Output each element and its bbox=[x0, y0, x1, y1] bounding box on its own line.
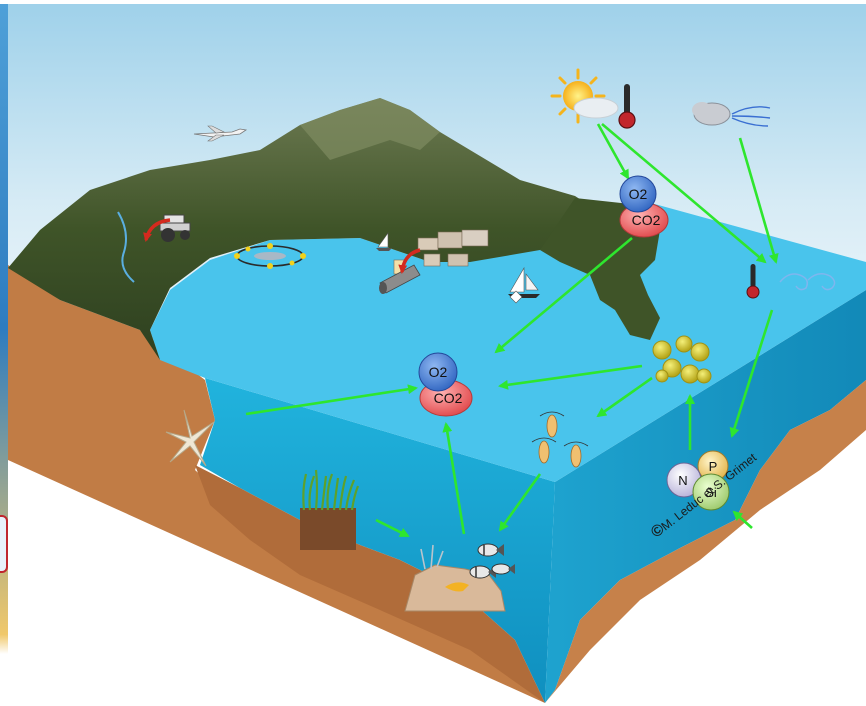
fish-icon bbox=[491, 563, 515, 575]
airplane-icon bbox=[193, 125, 248, 142]
nutrients-cluster: P N Si bbox=[666, 450, 730, 511]
co2-label: CO2 bbox=[632, 212, 661, 228]
thermometer-icon bbox=[746, 264, 760, 299]
silicon-bubble bbox=[692, 473, 730, 511]
seagrass-icon bbox=[300, 469, 360, 550]
arrow-waves-to-nutrients bbox=[729, 309, 774, 438]
sailboat-icon bbox=[509, 290, 523, 304]
left-edge-tab[interactable] bbox=[0, 515, 8, 573]
o2-bubble bbox=[418, 352, 458, 392]
water-side-face bbox=[200, 378, 555, 703]
arrow-starfish-to-gas bbox=[245, 384, 418, 416]
tractor-runoff-arrow bbox=[143, 218, 171, 242]
arrow-seagrass-to-coral bbox=[375, 518, 410, 538]
arrow-sediment-to-nutrients bbox=[732, 510, 753, 529]
outfall-arrow bbox=[398, 248, 421, 274]
sailboat-icon bbox=[376, 232, 392, 251]
o2-label: O2 bbox=[629, 186, 648, 202]
fish-farm-icon bbox=[234, 243, 306, 269]
flow-arrows bbox=[245, 123, 779, 538]
mountain bbox=[8, 98, 600, 360]
co2-label: CO2 bbox=[434, 390, 463, 406]
starfish-icon bbox=[165, 409, 215, 467]
arrow-phyto-to-zoo bbox=[596, 376, 653, 418]
arrow-coral-to-gas bbox=[442, 422, 466, 535]
wave-icon bbox=[779, 273, 836, 291]
phosphorus-label: P bbox=[709, 459, 718, 474]
zooplankton-icon bbox=[531, 411, 589, 468]
arrow-zoo-to-fish bbox=[498, 473, 542, 532]
left-edge-strip bbox=[0, 4, 8, 654]
wind-cloud-icon bbox=[692, 102, 771, 127]
fish-icon bbox=[477, 543, 504, 557]
seafloor-right bbox=[545, 380, 866, 703]
arrow-gas-to-surface bbox=[494, 237, 633, 354]
gas-exchange-water: O2 CO2 bbox=[418, 352, 473, 417]
arrow-cloud-to-waves bbox=[738, 137, 779, 264]
seafloor-front bbox=[195, 465, 545, 703]
gas-exchange-surface: O2 CO2 bbox=[619, 175, 669, 238]
o2-bubble bbox=[619, 175, 657, 213]
silicon-label: Si bbox=[705, 485, 717, 500]
sun-icon bbox=[550, 68, 619, 124]
nitrogen-label: N bbox=[678, 473, 687, 488]
river bbox=[117, 211, 135, 283]
arrow-sun-to-thermometer bbox=[601, 123, 767, 264]
phytoplankton-icon bbox=[652, 335, 712, 384]
thermometer-icon bbox=[618, 84, 636, 129]
o2-label: O2 bbox=[429, 364, 448, 380]
arrow-sun-to-gas bbox=[596, 123, 630, 180]
mountain-ridge-highlight bbox=[300, 98, 440, 160]
arrow-phyto-to-gas bbox=[498, 364, 643, 390]
